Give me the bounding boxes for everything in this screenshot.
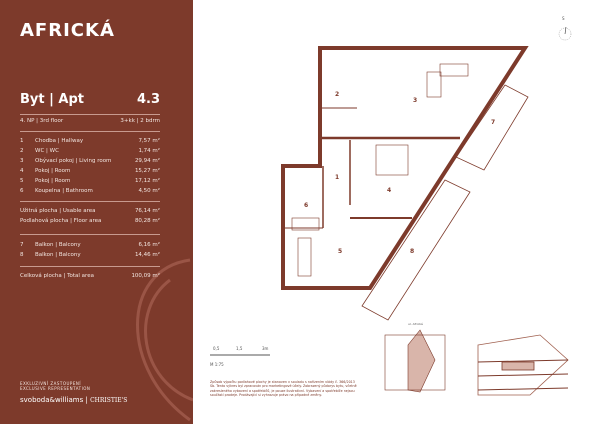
plan-room-number: 8 — [410, 248, 415, 255]
room-n: 1 — [20, 138, 24, 144]
label: Balkon | Balcony — [35, 242, 81, 248]
plan-room-number: 1 — [335, 174, 340, 181]
scale-ratio: M 1:75 — [210, 362, 224, 367]
plan-room-number: 4 — [387, 187, 392, 194]
room-row: 3 Obývací pokoj | Living room 29,94 m² — [20, 158, 160, 164]
balcony-8 — [361, 179, 471, 321]
scale-tick: 3m — [262, 346, 269, 351]
room-area: 15,27 m² — [134, 168, 160, 174]
plan-room-number: 2 — [335, 91, 340, 98]
room-n: 3 — [20, 158, 24, 164]
rep-en: EXCLUSIVE REPRESENTATION — [20, 386, 91, 391]
compass-label: S — [562, 16, 565, 21]
apartment-outline — [281, 46, 529, 290]
plan-room-number: 6 — [304, 202, 309, 209]
plan-room-number: 7 — [491, 119, 496, 126]
room-area: 4,50 m² — [138, 188, 160, 194]
room-n: 4 — [20, 168, 24, 174]
floor-row: 4. NP | 3rd floor 3+kk | 2 bdrm — [20, 118, 160, 124]
watermark-logo — [136, 258, 193, 422]
disclaimer: Způsob výpočtu podlahové plochy je stano… — [210, 380, 357, 397]
room-name: Chodba | Hallway — [35, 138, 84, 144]
room-row: 5 Pokoj | Room 17,12 m² — [20, 178, 160, 184]
room-area: 1,74 m² — [138, 148, 160, 154]
floor: 4. NP | 3rd floor — [20, 118, 64, 124]
room-area: 17,12 m² — [134, 178, 160, 184]
label: Celková plocha | Total area — [20, 273, 94, 279]
room-row: 6 Koupelna | Bathroom 4,50 m² — [20, 188, 160, 194]
room-area: 7,57 m² — [138, 138, 160, 144]
compass-icon — [558, 27, 572, 41]
value: 76,14 m² — [134, 208, 160, 214]
label: Balkon | Balcony — [35, 252, 81, 258]
value: 6,16 m² — [138, 242, 160, 248]
n: 8 — [20, 252, 24, 258]
room-row: 1 Chodba | Hallway 7,57 m² — [20, 138, 160, 144]
scale-tick: 0,5 — [213, 346, 220, 351]
value: 14,46 m² — [134, 252, 160, 258]
floor-area-row: Podlahová plocha | Floor area 80,28 m² — [20, 218, 160, 224]
apartment-label: Byt | Apt — [20, 92, 84, 107]
plan-room-number: 5 — [338, 248, 343, 255]
room-area: 29,94 m² — [134, 158, 160, 164]
room-name: WC | WC — [35, 148, 59, 154]
room-row: 4 Pokoj | Room 15,27 m² — [20, 168, 160, 174]
room-name: Pokoj | Room — [35, 168, 71, 174]
room-row: 7 Balkon | Balcony 6,16 m² — [20, 242, 160, 248]
christies-logo: CHRISTIE'S — [90, 397, 128, 404]
usable-area-row: Užitná plocha | Usable area 76,14 m² — [20, 208, 160, 214]
agency-logo: svoboda&williams — [20, 396, 84, 404]
room-n: 2 — [20, 148, 24, 154]
room-n: 5 — [20, 178, 24, 184]
room-n: 6 — [20, 188, 24, 194]
total-area-row: Celková plocha | Total area 100,09 m² — [20, 273, 160, 279]
apartment-number: 4.3 — [136, 92, 160, 107]
room-name: Obývací pokoj | Living room — [35, 158, 112, 164]
n: 7 — [20, 242, 24, 248]
rep-cz: EXKLUZIVNÍ ZASTOUPENÍ — [20, 381, 82, 386]
street-label: ul. Africká — [408, 322, 423, 326]
label: Podlahová plocha | Floor area — [20, 218, 102, 224]
brand-logo: AFRICKÁ — [20, 20, 115, 41]
scale-tick: 1,5 — [236, 346, 243, 351]
room-name: Koupelna | Bathroom — [35, 188, 93, 194]
room-name: Pokoj | Room — [35, 178, 71, 184]
room-row: 2 WC | WC 1,74 m² — [20, 148, 160, 154]
room-row: 8 Balkon | Balcony 14,46 m² — [20, 252, 160, 258]
info-panel: AFRICKÁ Byt | Apt 4.3 4. NP | 3rd floor 3… — [0, 0, 193, 424]
plan-room-number: 3 — [413, 97, 418, 104]
value: 100,09 m² — [131, 273, 160, 279]
layout: 3+kk | 2 bdrm — [120, 118, 160, 124]
value: 80,28 m² — [134, 218, 160, 224]
partner-logos: svoboda&williams | CHRISTIE'S — [20, 396, 128, 404]
building-thumbnails — [210, 329, 569, 396]
label: Užitná plocha | Usable area — [20, 208, 96, 214]
